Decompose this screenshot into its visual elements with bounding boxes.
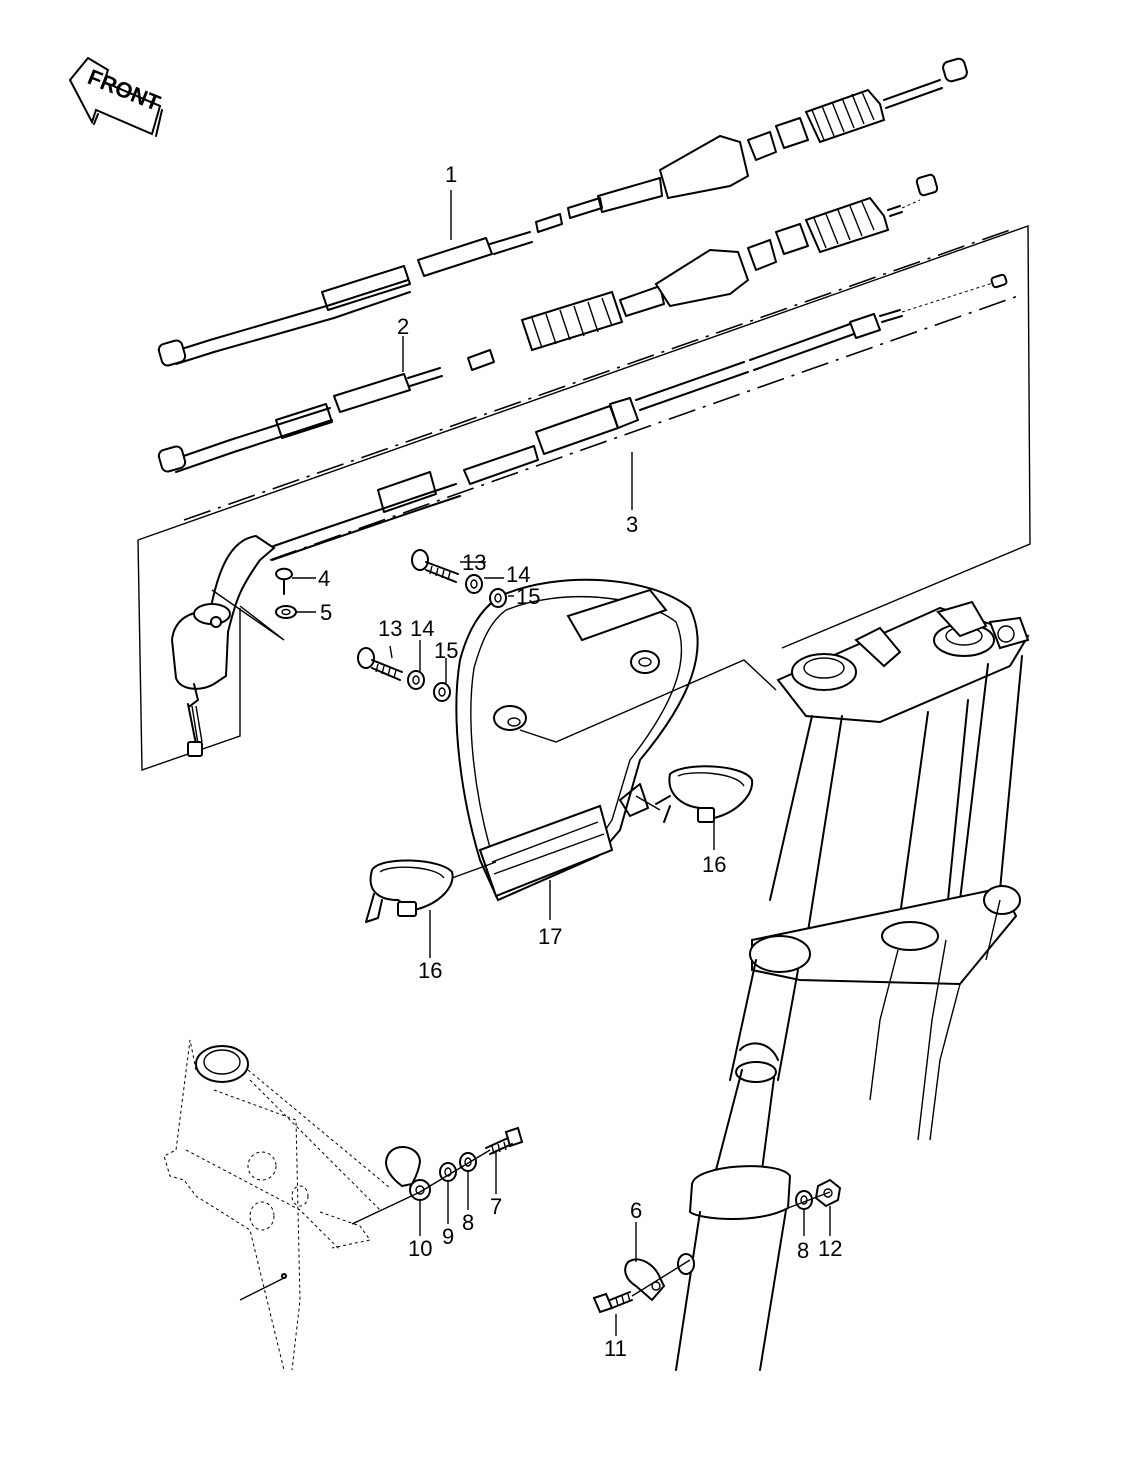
leader-meter-mount — [519, 659, 777, 743]
callout-13-upper: 13 — [462, 550, 486, 575]
bolt-13-upper — [411, 549, 459, 583]
bracket-6 — [624, 1253, 695, 1302]
callout-11: 11 — [604, 1336, 627, 1361]
callout-13-lower: 13 — [378, 616, 402, 641]
frame-head — [163, 1039, 391, 1371]
wire-holder-10 — [384, 1146, 431, 1201]
callout-4: 4 — [318, 566, 330, 591]
callout-leaders — [292, 190, 831, 1336]
bolt-11 — [592, 1291, 633, 1314]
washer-9 — [439, 1162, 457, 1182]
callout-14-lower: 14 — [410, 616, 434, 641]
front-fork-assembly — [675, 600, 1030, 1371]
clamp-16-left — [365, 859, 497, 923]
front-arrow-icon: FRONT — [68, 56, 164, 137]
callout-16-left: 16 — [418, 958, 442, 983]
leader-8-12 — [787, 1191, 831, 1209]
cable-1 — [157, 57, 968, 367]
callout-14-upper: 14 — [506, 562, 530, 587]
callout-15-upper: 15 — [516, 584, 540, 609]
leader-4-5 — [211, 589, 285, 641]
callout-3: 3 — [626, 512, 638, 537]
callout-7: 7 — [490, 1194, 502, 1219]
washer-14-upper — [465, 574, 483, 594]
callout-2: 2 — [397, 314, 409, 339]
washer-8-left — [459, 1152, 477, 1172]
leader-7-10 — [351, 1149, 491, 1225]
bolt-7 — [485, 1126, 524, 1155]
callout-17: 17 — [538, 924, 562, 949]
washer-15-upper — [489, 588, 507, 608]
callout-8-right: 8 — [797, 1238, 809, 1263]
callout-6: 6 — [630, 1198, 642, 1223]
callout-9: 9 — [442, 1224, 454, 1249]
cable-2 — [157, 173, 939, 473]
screw-4 — [274, 567, 294, 595]
clamp-16-right — [635, 765, 754, 823]
meter-bracket-17 — [455, 578, 699, 902]
washer-5 — [275, 605, 297, 619]
leader-6-11 — [631, 1259, 691, 1297]
bolt-13-lower — [357, 647, 403, 681]
callout-16-right: 16 — [702, 852, 726, 877]
callout-10: 10 — [408, 1236, 432, 1261]
washer-15-lower — [433, 682, 451, 702]
washer-8-right — [795, 1190, 813, 1210]
callout-1: 1 — [445, 162, 457, 187]
callout-15-lower: 15 — [434, 638, 458, 663]
callout-5: 5 — [320, 600, 332, 625]
callout-12: 12 — [818, 1236, 842, 1261]
washer-14-lower — [407, 670, 425, 690]
callout-8-left: 8 — [462, 1210, 474, 1235]
cable-3-group — [137, 225, 1031, 771]
